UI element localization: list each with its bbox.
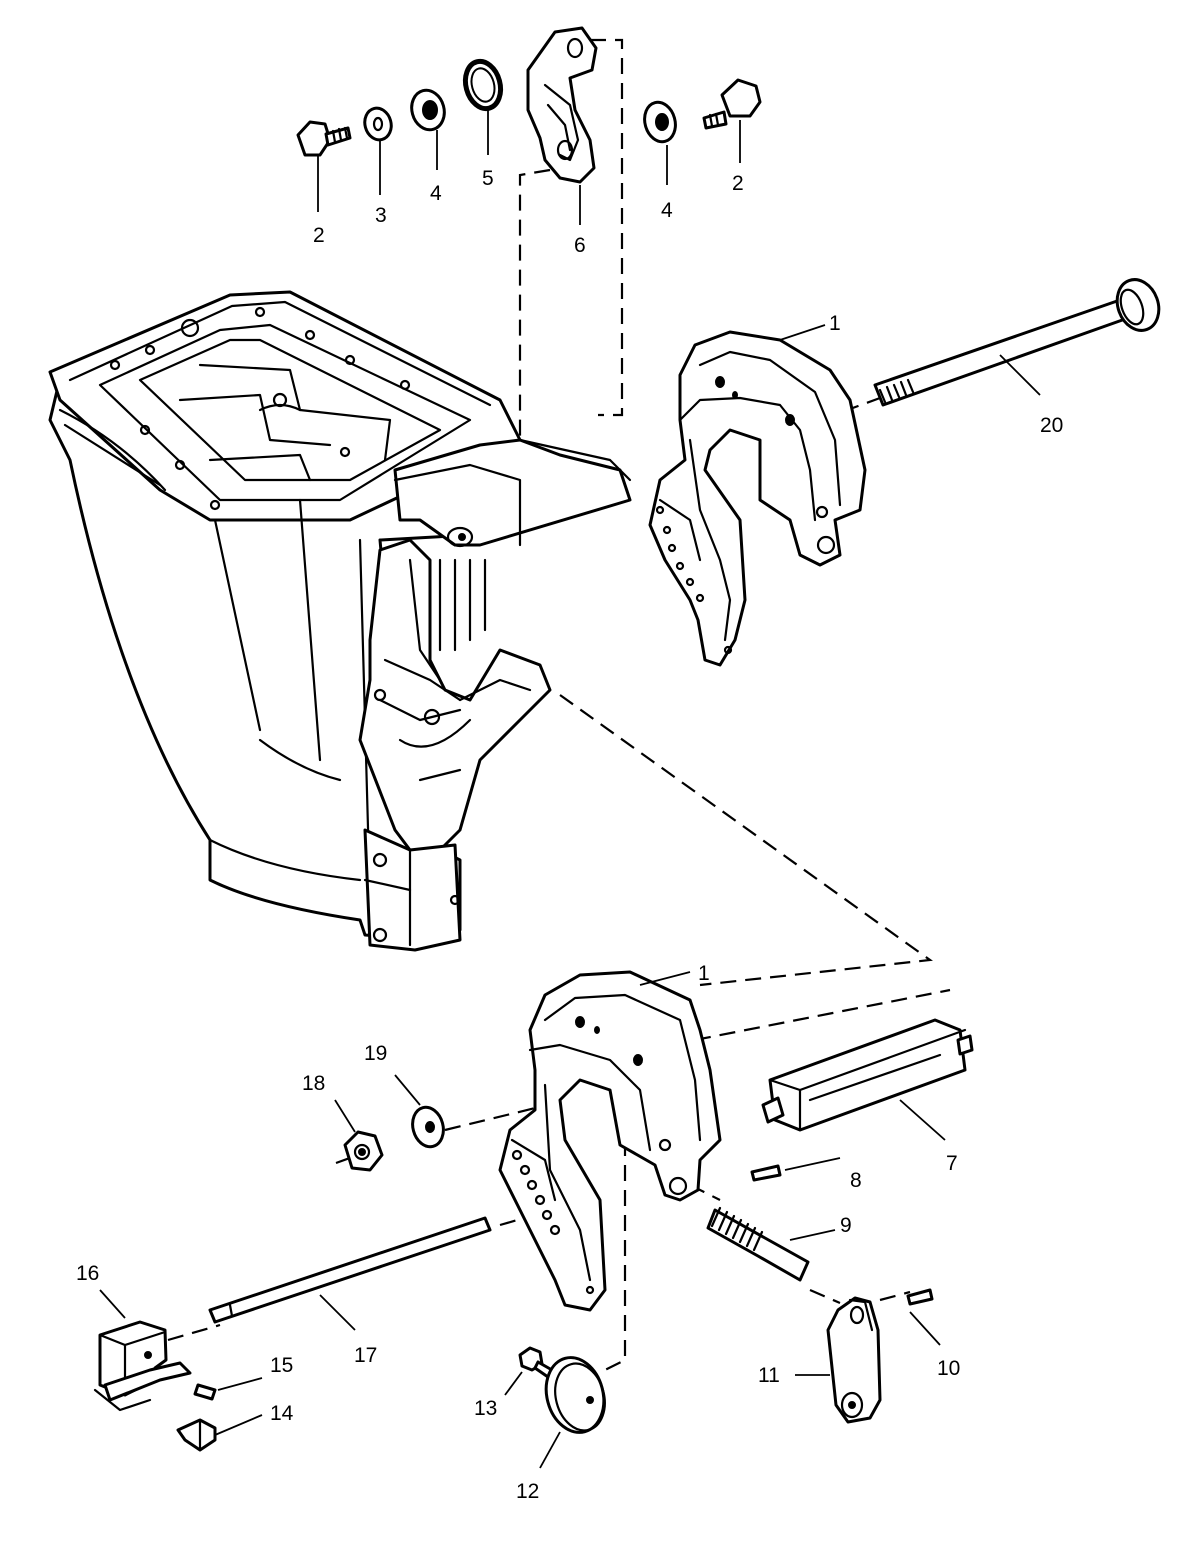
pin-10 (906, 1288, 941, 1346)
callout-17: 17 (354, 1344, 377, 1367)
nut-18 (334, 1099, 384, 1172)
callout-6: 6 (574, 234, 586, 257)
tilt-link-6 (526, 26, 598, 184)
callout-labels: 2 3 4 5 6 4 2 1 20 1 19 18 7 8 9 16 17 1… (76, 167, 1063, 1503)
callout-10: 10 (937, 1357, 960, 1380)
clamp-bracket-lower (498, 970, 722, 1312)
callout-9: 9 (840, 1214, 852, 1237)
washer-19 (394, 1074, 445, 1149)
callout-1: 1 (698, 962, 710, 985)
callout-12: 12 (516, 1480, 539, 1503)
bushing-4-right (643, 100, 677, 144)
clip-14 (176, 1414, 263, 1452)
switch-16 (93, 1289, 192, 1412)
spring-9 (706, 1206, 836, 1282)
leader-1a (779, 324, 826, 341)
link-11 (795, 1296, 882, 1424)
callout-13: 13 (474, 1397, 497, 1420)
bushing-4-left (410, 88, 446, 132)
callout-15: 15 (270, 1354, 293, 1377)
top-leader-lines (317, 110, 741, 225)
rod-17 (208, 1216, 492, 1331)
callout-4: 4 (661, 199, 673, 222)
pin-8 (750, 1157, 841, 1182)
callout-11: 11 (758, 1364, 780, 1387)
cover-disc-12 (539, 1356, 606, 1469)
callout-1: 1 (829, 312, 841, 335)
anode-7 (761, 1018, 974, 1141)
callout-7: 7 (946, 1152, 958, 1175)
bolt-left (296, 120, 352, 157)
callout-5: 5 (482, 167, 494, 190)
leader-1b (639, 971, 691, 986)
callout-2: 2 (732, 172, 744, 195)
driveshaft-housing (48, 290, 632, 952)
tilt-tube-bolt-20 (873, 278, 1161, 407)
callout-20: 20 (1040, 414, 1063, 437)
spring-ring-5 (462, 58, 504, 112)
callout-18: 18 (302, 1072, 325, 1095)
callout-19: 19 (364, 1042, 387, 1065)
screw-13 (504, 1346, 554, 1396)
clamp-bracket-upper (648, 330, 867, 667)
callout-8: 8 (850, 1169, 862, 1192)
washer-3 (363, 106, 393, 142)
callout-2: 2 (313, 224, 325, 247)
bolt-right (702, 78, 762, 130)
callout-3: 3 (375, 204, 387, 227)
pin-15 (193, 1377, 263, 1401)
callout-14: 14 (270, 1402, 294, 1425)
callout-4: 4 (430, 182, 442, 205)
callout-16: 16 (76, 1262, 99, 1285)
